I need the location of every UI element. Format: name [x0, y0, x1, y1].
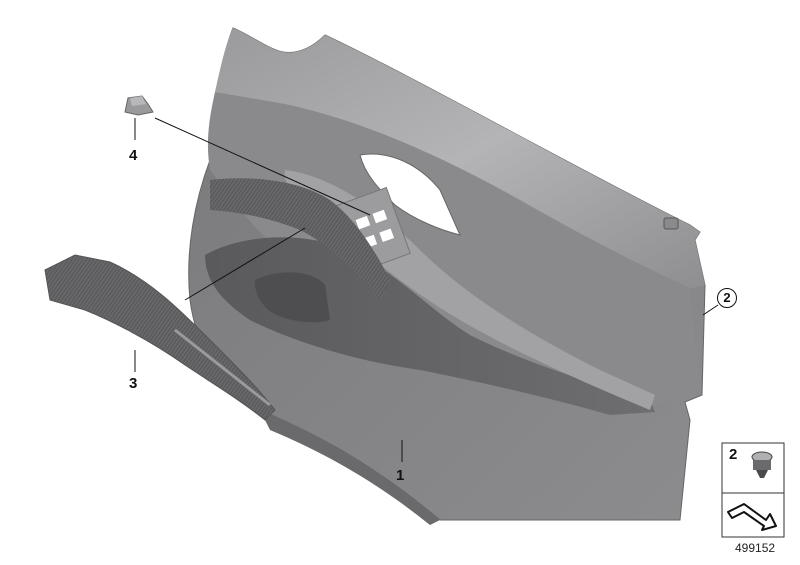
legend-part-number: 2: [729, 446, 738, 463]
image-number: 499152: [735, 541, 776, 555]
leader-lines: [134, 117, 719, 462]
callout-2-circled: 2: [717, 288, 737, 308]
callout-4: 4: [129, 147, 138, 164]
callout-3: 3: [129, 375, 138, 392]
decorative-trim-strip: [44, 254, 276, 421]
cap-part: [124, 95, 154, 116]
legend-box: [721, 442, 785, 538]
callout-1: 1: [396, 467, 405, 484]
door-trim-panel: [188, 27, 706, 525]
